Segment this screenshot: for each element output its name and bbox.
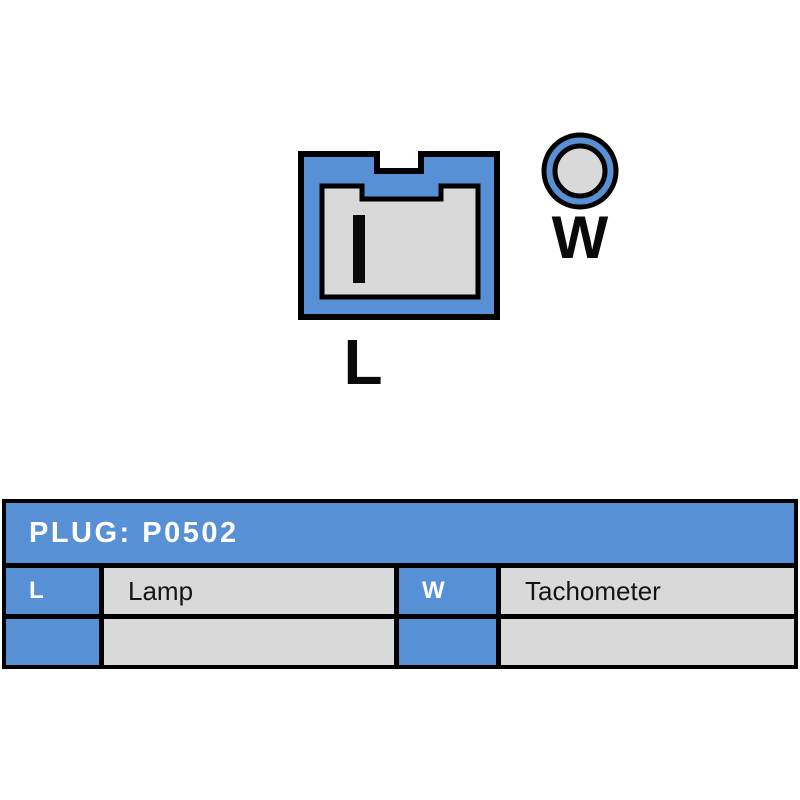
plug-cavity-icon <box>319 183 481 300</box>
pin-key-cell-l: L <box>6 568 99 614</box>
pin-desc-cell-tachometer: Tachometer <box>501 568 794 614</box>
pin-key-cell-empty-1 <box>6 619 99 665</box>
pin-desc-cell-empty-2 <box>501 619 794 665</box>
terminal-pin-label: W <box>551 204 609 271</box>
connector-pin-label: L <box>343 326 383 398</box>
plug-table-title: PLUG: P0502 <box>6 503 794 563</box>
pin-key-cell-w: W <box>399 568 496 614</box>
pin-key-cell-empty-2 <box>399 619 496 665</box>
pin-desc-cell-empty-1 <box>104 619 394 665</box>
plug-reference-table: PLUG: P0502 L Lamp W Tachometer <box>2 499 798 669</box>
ring-terminal-inner-icon <box>552 143 608 199</box>
blade-pin-icon <box>353 215 365 283</box>
plug-pinout-diagram <box>298 132 619 320</box>
pin-desc-cell-lamp: Lamp <box>104 568 394 614</box>
